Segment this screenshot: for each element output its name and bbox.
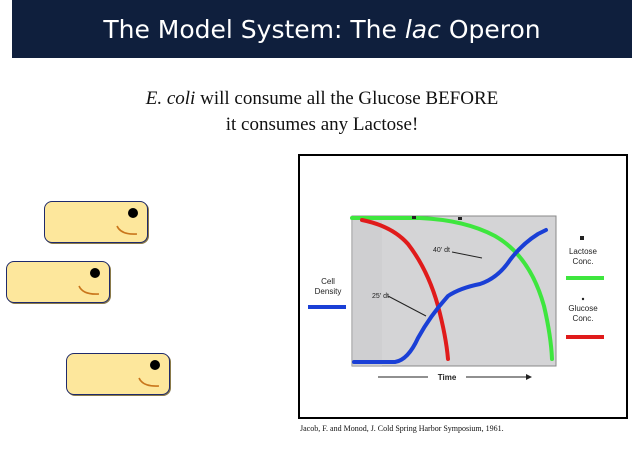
cell-density-curve bbox=[352, 228, 548, 364]
annotation-40-arrow bbox=[451, 251, 483, 259]
title-bar: The Model System: The lac Operon bbox=[12, 0, 632, 58]
lactose-label-1: Lactose bbox=[569, 247, 598, 256]
annotation-25-arrow bbox=[387, 295, 427, 317]
glucose-label-2: Conc. bbox=[573, 314, 594, 323]
cell-density-label-2: Density bbox=[315, 287, 342, 296]
lactose-legend-marker bbox=[580, 236, 584, 240]
lactose-marker-1 bbox=[412, 216, 416, 219]
plot-shading bbox=[352, 216, 382, 366]
bacterium-cell-1-icon bbox=[116, 208, 138, 235]
bacterium-cell-1 bbox=[44, 201, 148, 243]
cell-density-label-1: Cell bbox=[321, 277, 335, 286]
annotation-25: 25' dt bbox=[372, 293, 389, 300]
lactose-marker-2 bbox=[458, 217, 462, 220]
annotation-40: 40' dt bbox=[433, 247, 450, 254]
time-label: Time bbox=[438, 373, 457, 382]
slide-title: The Model System: The lac Operon bbox=[103, 14, 541, 44]
statement-line-2: it consumes any Lactose! bbox=[225, 114, 419, 135]
growth-curve-figure: 40' dt 25' dt Time Cell Density Lactose … bbox=[298, 154, 628, 419]
citation: Jacob, F. and Monod, J. Cold Spring Harb… bbox=[300, 424, 504, 433]
bacterium-cell-2-icon bbox=[78, 268, 100, 295]
bacterium-cell-2 bbox=[6, 261, 110, 303]
growth-curve-plot: 40' dt 25' dt Time Cell Density Lactose … bbox=[308, 215, 604, 382]
lactose-label-2: Conc. bbox=[573, 257, 594, 266]
lactose-curve bbox=[350, 216, 554, 361]
glucose-curve bbox=[360, 218, 450, 361]
bacterium-cell-3-icon bbox=[138, 360, 160, 387]
bacterium-cell-3 bbox=[66, 353, 170, 395]
statement-line-1: E. coli will consume all the Glucose BEF… bbox=[145, 88, 499, 109]
glucose-legend-marker bbox=[581, 297, 585, 301]
time-axis-arrowhead bbox=[526, 374, 532, 380]
glucose-label-1: Glucose bbox=[568, 304, 598, 313]
